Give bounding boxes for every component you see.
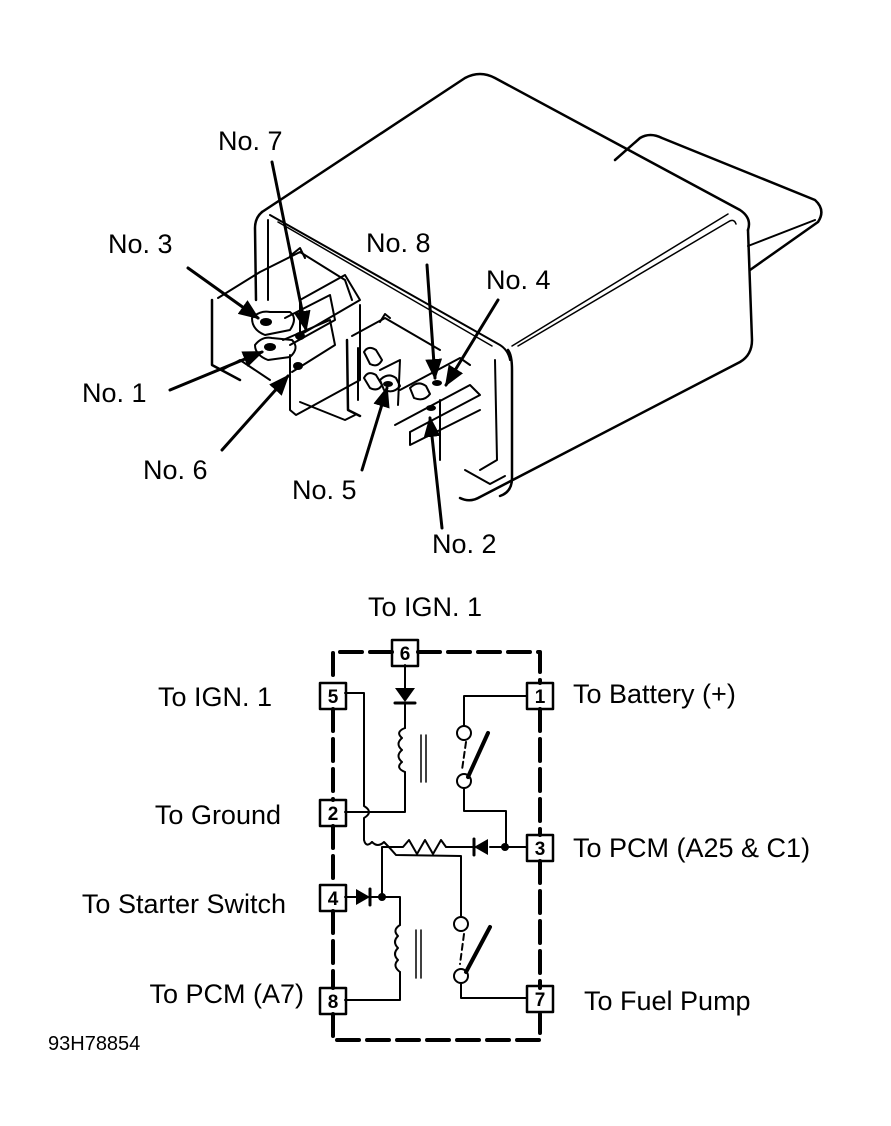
arrow-no3 [186,266,260,320]
coil-2 [394,924,401,973]
switch-1 [466,731,490,779]
callout-no5: No. 5 [292,475,357,505]
svg-text:2: 2 [328,804,339,825]
diode-2 [474,839,488,855]
pin-4: 4 [318,883,348,913]
callout-no2: No. 2 [432,529,497,559]
callout-no1: No. 1 [82,378,147,408]
diode-3 [356,889,370,905]
pin-labels: To IGN. 1 To IGN. 1 To Ground To Starter… [82,592,810,1016]
pin-8: 8 [318,986,348,1016]
svg-text:5: 5 [328,687,339,708]
pin-1: 1 [525,681,555,711]
label-pin5: To IGN. 1 [158,682,272,712]
arrow-no8 [425,263,443,381]
arrow-no1 [168,350,264,392]
housing-outline [331,650,542,1042]
callout-no4: No. 4 [486,265,551,295]
svg-text:7: 7 [535,990,546,1011]
label-pin1: To Battery (+) [573,679,736,709]
label-pin8: To PCM (A7) [149,979,304,1009]
pin-5: 5 [318,681,348,711]
label-pin2: To Ground [155,800,281,830]
pin-2: 2 [318,798,348,828]
callout-no7: No. 7 [218,126,283,156]
label-pin3: To PCM (A25 & C1) [573,833,810,863]
diode-1 [395,688,415,702]
svg-text:4: 4 [328,889,339,910]
switch-2 [464,925,492,974]
arrow-no6 [220,374,290,452]
callout-no6: No. 6 [143,455,208,485]
resistor [381,839,475,898]
callout-labels: No. 3 No. 7 No. 1 No. 6 No. 8 No. 4 No. … [82,126,551,559]
internal-wiring [344,664,528,1001]
relay-schematic: 6 5 1 2 3 4 8 [82,592,810,1042]
svg-text:8: 8 [328,992,339,1013]
figure-code: 93H78854 [48,1033,140,1055]
pin-boxes: 6 5 1 2 3 4 8 [318,638,555,1016]
arrow-no5 [360,385,390,472]
callout-no3: No. 3 [108,229,173,259]
coil-1 [397,727,406,773]
pin-7: 7 [525,984,555,1014]
label-pin4: To Starter Switch [82,889,286,919]
pin-3: 3 [525,833,555,863]
label-pin7: To Fuel Pump [584,986,751,1016]
arrow-no2 [423,415,444,530]
svg-text:6: 6 [400,644,411,665]
callout-no8: No. 8 [366,228,431,258]
label-top-ign1: To IGN. 1 [368,592,482,622]
pin-6: 6 [390,638,420,668]
arrow-no7 [270,160,311,333]
svg-text:3: 3 [535,839,546,860]
relay-body-illustration [210,72,823,502]
callout-arrows [168,160,500,530]
arrow-no4 [444,298,500,387]
svg-text:1: 1 [535,687,546,708]
